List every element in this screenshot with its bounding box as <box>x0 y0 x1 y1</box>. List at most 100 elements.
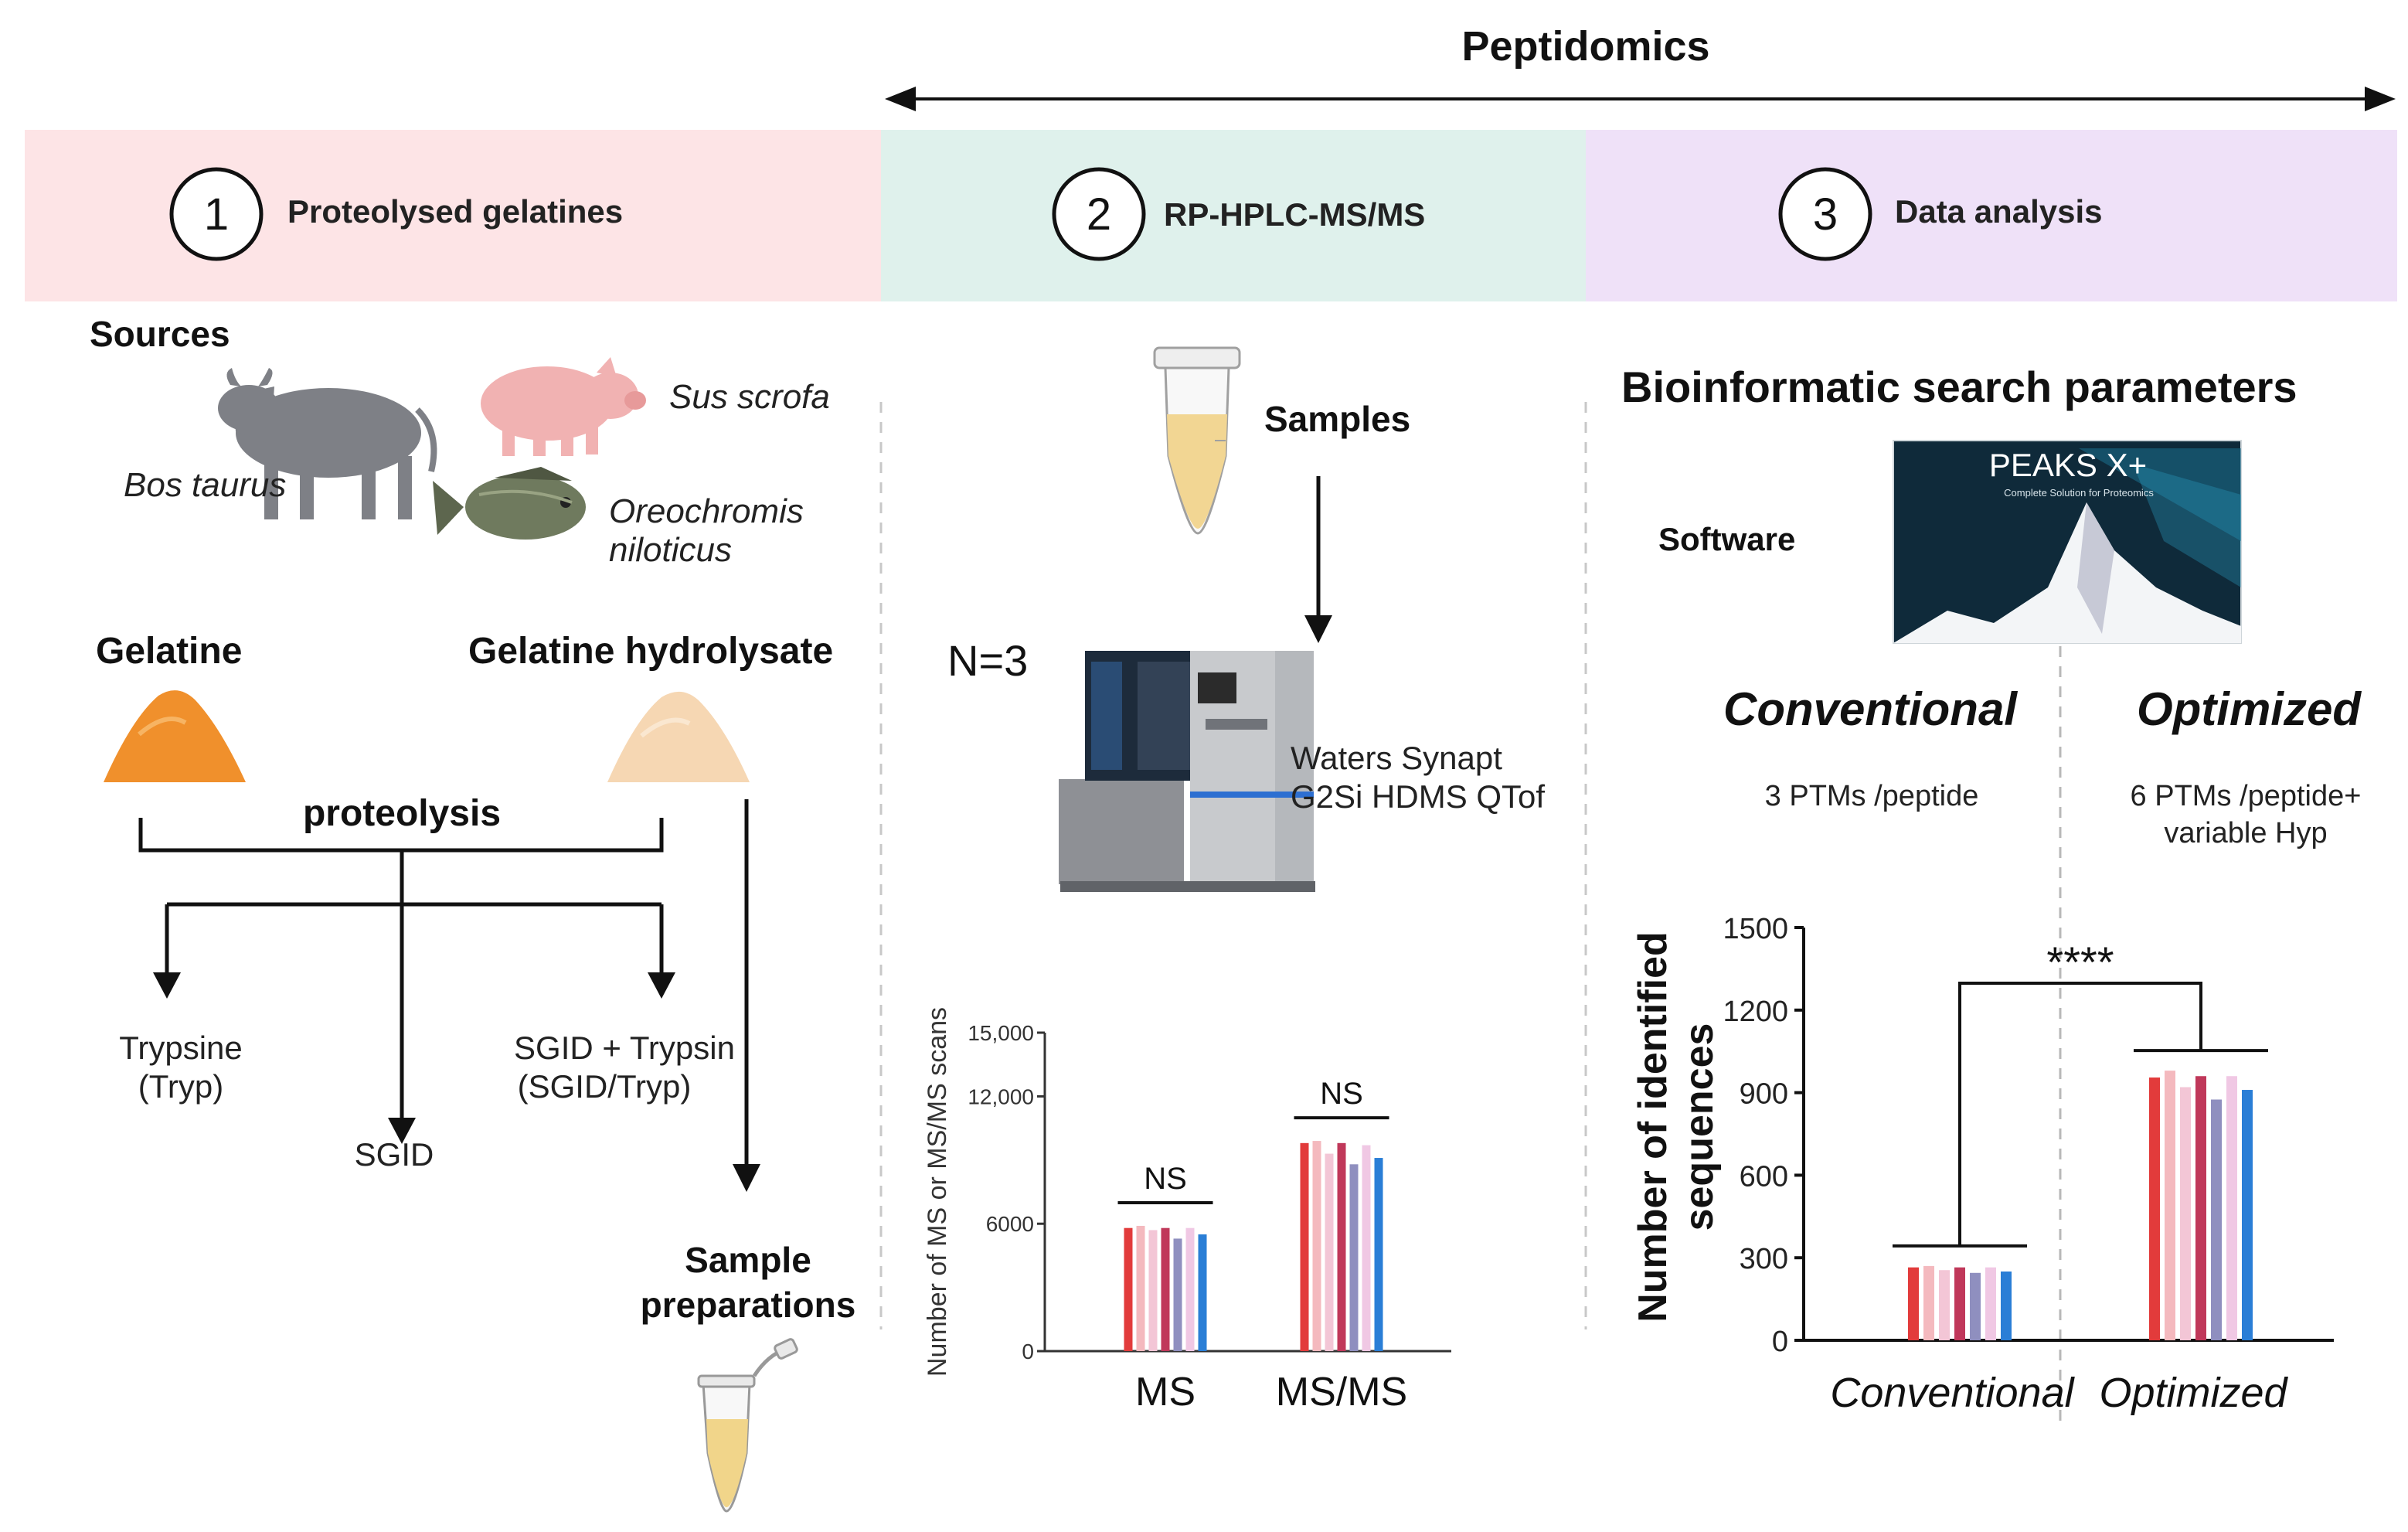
bar <box>1198 1234 1207 1351</box>
optimized-heading: Optimized <box>2137 683 2362 735</box>
sample-tube-icon <box>1153 346 1241 535</box>
header-title: Peptidomics <box>1461 23 1709 70</box>
bar <box>2226 1076 2237 1340</box>
bar <box>1325 1153 1334 1351</box>
y-axis-label-line1: Number of identified <box>1631 931 1675 1323</box>
sources-title: Sources <box>90 314 230 354</box>
y-tick-label: 15,000 <box>968 1021 1034 1045</box>
bar <box>1312 1141 1321 1351</box>
significance-stars: **** <box>2046 938 2114 986</box>
sample-prep-line1: Sample <box>685 1240 811 1280</box>
bar <box>1954 1267 1965 1340</box>
species-fish-line2: niloticus <box>609 531 732 569</box>
software-name: PEAKS X+ <box>1989 447 2147 483</box>
step-number-circle <box>1052 167 1146 261</box>
step-label: Proteolysed gelatines <box>287 193 623 230</box>
bar <box>2195 1076 2206 1340</box>
instrument-line1: Waters Synapt <box>1291 740 1502 776</box>
y-tick-label: 0 <box>1772 1326 1788 1358</box>
bar <box>2149 1078 2160 1340</box>
bar <box>1173 1238 1182 1351</box>
y-tick-label: 600 <box>1740 1160 1788 1193</box>
y-tick-label: 1500 <box>1723 913 1788 945</box>
optimized-desc-line1: 6 PTMs /peptide+ <box>2131 780 2362 812</box>
step-number: 1 <box>204 189 229 240</box>
bar <box>1970 1272 1981 1340</box>
conventional-desc: 3 PTMs /peptide <box>1765 780 1979 812</box>
bar <box>2242 1090 2253 1340</box>
arrow-sample-prep-head <box>733 1164 760 1192</box>
branch-sgid-tryp-line1: SGID + Trypsin <box>514 1030 735 1066</box>
species-pig: Sus scrofa <box>669 378 830 416</box>
bar <box>2180 1087 2191 1340</box>
bar <box>2165 1071 2175 1340</box>
arrow-sgid-head <box>388 1118 416 1144</box>
software-label: Software <box>1658 521 1795 557</box>
bar <box>1349 1164 1359 1351</box>
optimized-desc-line2: variable Hyp <box>2164 817 2327 849</box>
y-tick-label: 6000 <box>986 1212 1034 1236</box>
arrow-tryp-head <box>153 972 181 999</box>
peptidomics-double-arrow <box>885 87 2396 111</box>
step-label: RP-HPLC-MS/MS <box>1164 196 1425 233</box>
cow-icon <box>218 368 437 519</box>
y-tick-label: 300 <box>1740 1243 1788 1275</box>
n-replicates: N=3 <box>947 636 1028 685</box>
proteolysis-label: proteolysis <box>303 793 501 834</box>
fish-icon <box>433 467 586 540</box>
bar <box>1161 1227 1170 1351</box>
y-tick-label: 12,000 <box>968 1084 1034 1108</box>
bar <box>1124 1227 1133 1351</box>
branch-tryp-line1: Trypsine <box>119 1030 243 1066</box>
step-number-circle <box>169 167 264 261</box>
step-1-header: 1 Proteolysed gelatines <box>169 167 623 261</box>
bar <box>1939 1270 1950 1340</box>
bar <box>1337 1142 1346 1351</box>
step-number: 3 <box>1813 189 1838 240</box>
bar <box>1923 1265 1934 1340</box>
bioinformatics-title: Bioinformatic search parameters <box>1621 363 2297 411</box>
instrument-line2: G2Si HDMS QTof <box>1291 778 1545 815</box>
bar <box>2001 1272 2012 1340</box>
branch-tryp-line2: (Tryp) <box>138 1068 223 1105</box>
step-3-header: 3 Data analysis <box>1778 167 2103 261</box>
bar <box>1374 1158 1383 1351</box>
species-fish-line1: Oreochromis <box>609 492 804 530</box>
samples-label: Samples <box>1264 399 1410 439</box>
species-cow: Bos taurus <box>124 466 286 504</box>
branch-sgid-tryp-line2: (SGID/Tryp) <box>518 1068 692 1105</box>
arrow-sgid-tryp-head <box>648 972 675 999</box>
hydrolysate-powder-icon <box>607 691 750 782</box>
y-tick-label: 1200 <box>1723 996 1788 1028</box>
proteolysis-bracket <box>138 818 664 1121</box>
step-band-2 <box>881 130 1586 301</box>
bar <box>1985 1267 1996 1340</box>
bar <box>1300 1142 1309 1351</box>
gelatine-label: Gelatine <box>96 631 242 672</box>
pig-icon <box>481 357 646 456</box>
step-number-circle <box>1778 167 1872 261</box>
bar <box>1362 1145 1371 1351</box>
bar <box>1148 1230 1158 1351</box>
software-tagline: Complete Solution for Proteomics <box>2004 487 2154 499</box>
step-band-3 <box>1586 130 2397 301</box>
x-category-label: Conventional <box>1830 1370 2075 1416</box>
step-band-1 <box>25 130 881 301</box>
open-tube-icon <box>697 1338 798 1513</box>
y-tick-label: 0 <box>1022 1340 1034 1363</box>
ns-annotation: NS <box>1144 1162 1187 1196</box>
bar <box>2211 1099 2222 1340</box>
gelatine-powder-icon <box>104 690 246 782</box>
bar <box>1908 1267 1919 1340</box>
ns-annotation: NS <box>1320 1077 1363 1111</box>
y-tick-label: 900 <box>1740 1078 1788 1111</box>
conventional-heading: Conventional <box>1723 683 2018 735</box>
step-number: 2 <box>1087 189 1111 240</box>
x-category-label: MS <box>1135 1370 1195 1415</box>
x-category-label: MS/MS <box>1276 1370 1407 1415</box>
mass-spectrometer-icon <box>1059 651 1315 892</box>
bar <box>1136 1225 1145 1351</box>
bar <box>1185 1227 1195 1351</box>
